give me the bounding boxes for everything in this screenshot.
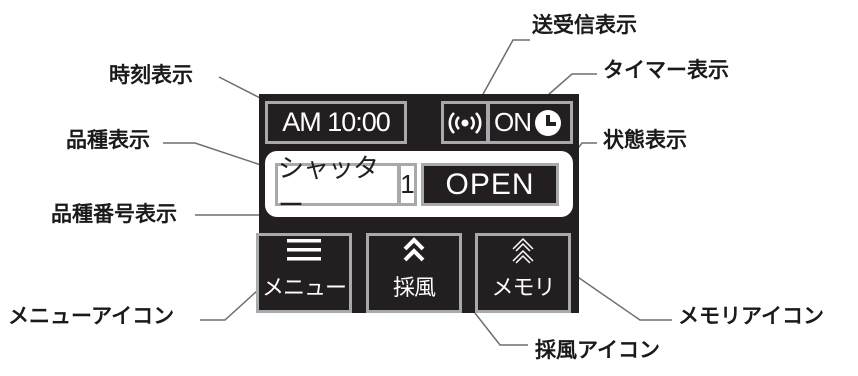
time-display: AM 10:00: [265, 101, 407, 144]
label-transmit: 送受信表示: [532, 13, 637, 37]
menu-button[interactable]: メニュー: [256, 233, 352, 313]
vent-button[interactable]: 採風: [366, 233, 462, 313]
outline-double-chevron-up-icon: [512, 237, 534, 264]
leader-memory-icon: [555, 261, 672, 321]
vent-button-label: 採風: [392, 276, 436, 301]
timer-display: ON: [487, 101, 573, 144]
memory-button[interactable]: メモリ: [475, 233, 571, 313]
label-menu-icon: メニューアイコン: [8, 304, 175, 328]
label-memory-icon: メモリアイコン: [678, 304, 824, 328]
clock-icon: [535, 109, 561, 136]
leader-timer: [539, 73, 597, 103]
double-chevron-up-icon: [403, 237, 425, 262]
label-kind: 品種表示: [66, 128, 150, 152]
menu-button-label: メニュー: [261, 276, 347, 301]
kind-number-display: 1: [398, 163, 417, 206]
memory-button-label: メモリ: [491, 276, 555, 301]
leader-menu-icon: [200, 280, 269, 321]
label-state: 状態表示: [603, 128, 687, 152]
transmit-display: [441, 101, 489, 144]
wireless-icon: [448, 111, 482, 134]
state-display: OPEN: [421, 163, 559, 206]
label-vent-icon: 採風アイコン: [535, 338, 660, 362]
kind-display: シャッター: [275, 153, 400, 220]
label-timer: タイマー表示: [603, 58, 729, 82]
leader-clock: [218, 76, 265, 101]
timer-status: ON: [494, 107, 532, 137]
label-kind-number: 品種番号表示: [51, 202, 177, 226]
hamburger-icon: [287, 239, 321, 261]
label-clock: 時刻表示: [109, 63, 193, 87]
device-screen: AM 10:00 ON シャッター 1 OPEN メニュー: [256, 94, 579, 313]
